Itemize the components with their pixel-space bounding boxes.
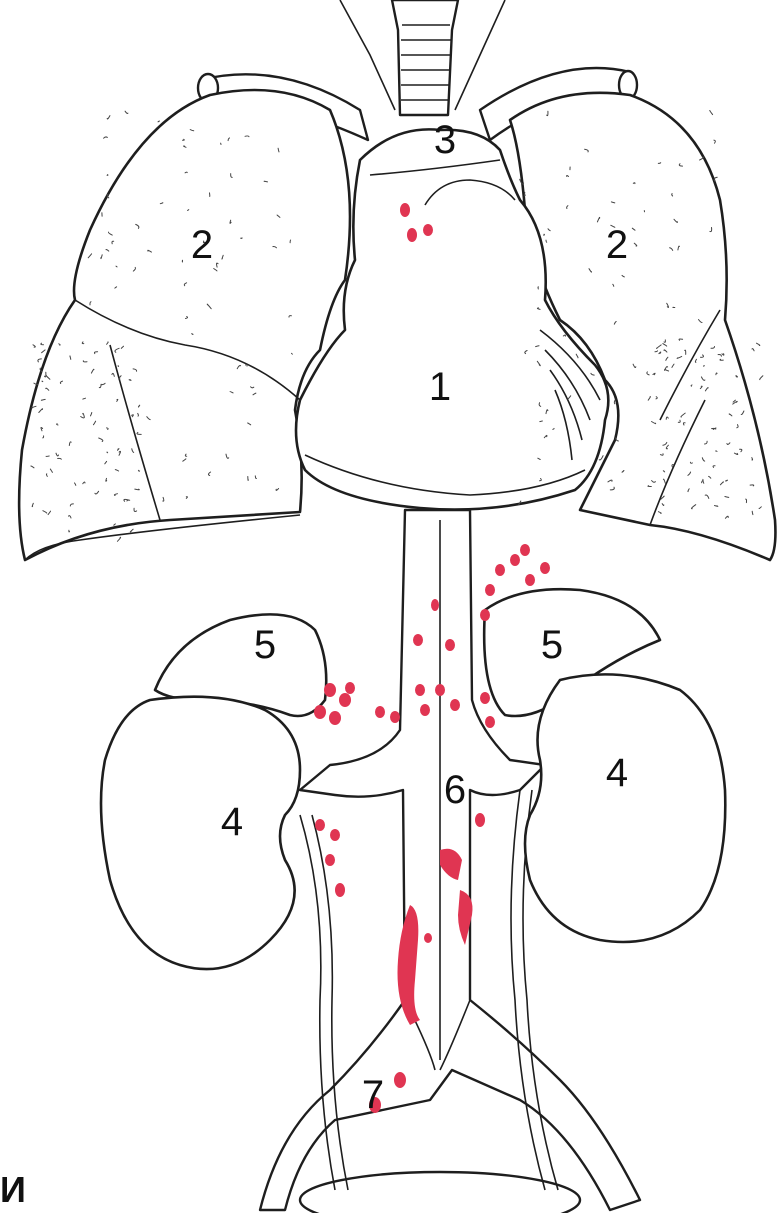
lung-speck <box>135 489 140 490</box>
lung-speck <box>716 451 717 452</box>
lung-speck <box>138 413 139 416</box>
lung-speck <box>538 287 539 289</box>
label-1: 1 <box>429 367 451 407</box>
lung-speck <box>107 452 108 453</box>
lung-speck <box>106 478 107 481</box>
corner-letter: И <box>0 1172 26 1208</box>
lung-speck <box>248 477 249 481</box>
lung-speck <box>714 140 715 143</box>
lung-speck <box>107 116 110 119</box>
lung-speck <box>158 121 159 122</box>
lung-speck <box>104 137 108 138</box>
lung-speck <box>185 172 187 173</box>
lung-speck <box>614 400 615 404</box>
lung-speck <box>125 111 128 113</box>
lung-speck <box>710 111 713 115</box>
lung-speck <box>292 353 293 354</box>
lung-speck <box>42 381 43 382</box>
lung-speck <box>188 210 189 211</box>
lung-speck <box>752 349 754 351</box>
lung-speck <box>567 175 569 176</box>
label-6: 6 <box>444 770 466 810</box>
lung-speck <box>752 458 753 460</box>
lung-speck <box>704 365 705 366</box>
label-7: 7 <box>362 1075 384 1115</box>
lung-speck <box>117 537 120 541</box>
trachea <box>340 0 505 115</box>
lung-speck <box>544 234 545 235</box>
lung-speck <box>118 366 119 367</box>
lung-speck <box>714 177 717 181</box>
label-5-right: 5 <box>541 625 563 665</box>
lung-speck <box>192 334 193 335</box>
lung-speck <box>116 266 117 267</box>
lung-speck <box>38 359 42 362</box>
lung-speck <box>41 343 44 345</box>
label-2-right: 2 <box>606 225 628 265</box>
lung-speck <box>138 470 139 471</box>
lung-speck <box>130 529 133 532</box>
lung-speck <box>290 240 291 243</box>
label-2-left: 2 <box>191 225 213 265</box>
label-5-left: 5 <box>254 625 276 665</box>
label-4-right: 4 <box>606 753 628 793</box>
lung-left <box>19 90 350 560</box>
label-3: 3 <box>434 120 456 160</box>
lung-speck <box>757 343 760 345</box>
lung-speck <box>599 456 603 460</box>
lung-speck <box>760 376 763 380</box>
lung-speck <box>42 350 46 353</box>
lung-speck <box>33 345 35 347</box>
label-4-left: 4 <box>221 802 243 842</box>
lung-speck <box>129 380 131 381</box>
lung-speck <box>107 175 108 176</box>
lung-speck <box>540 421 543 422</box>
lung-speck <box>715 428 716 429</box>
